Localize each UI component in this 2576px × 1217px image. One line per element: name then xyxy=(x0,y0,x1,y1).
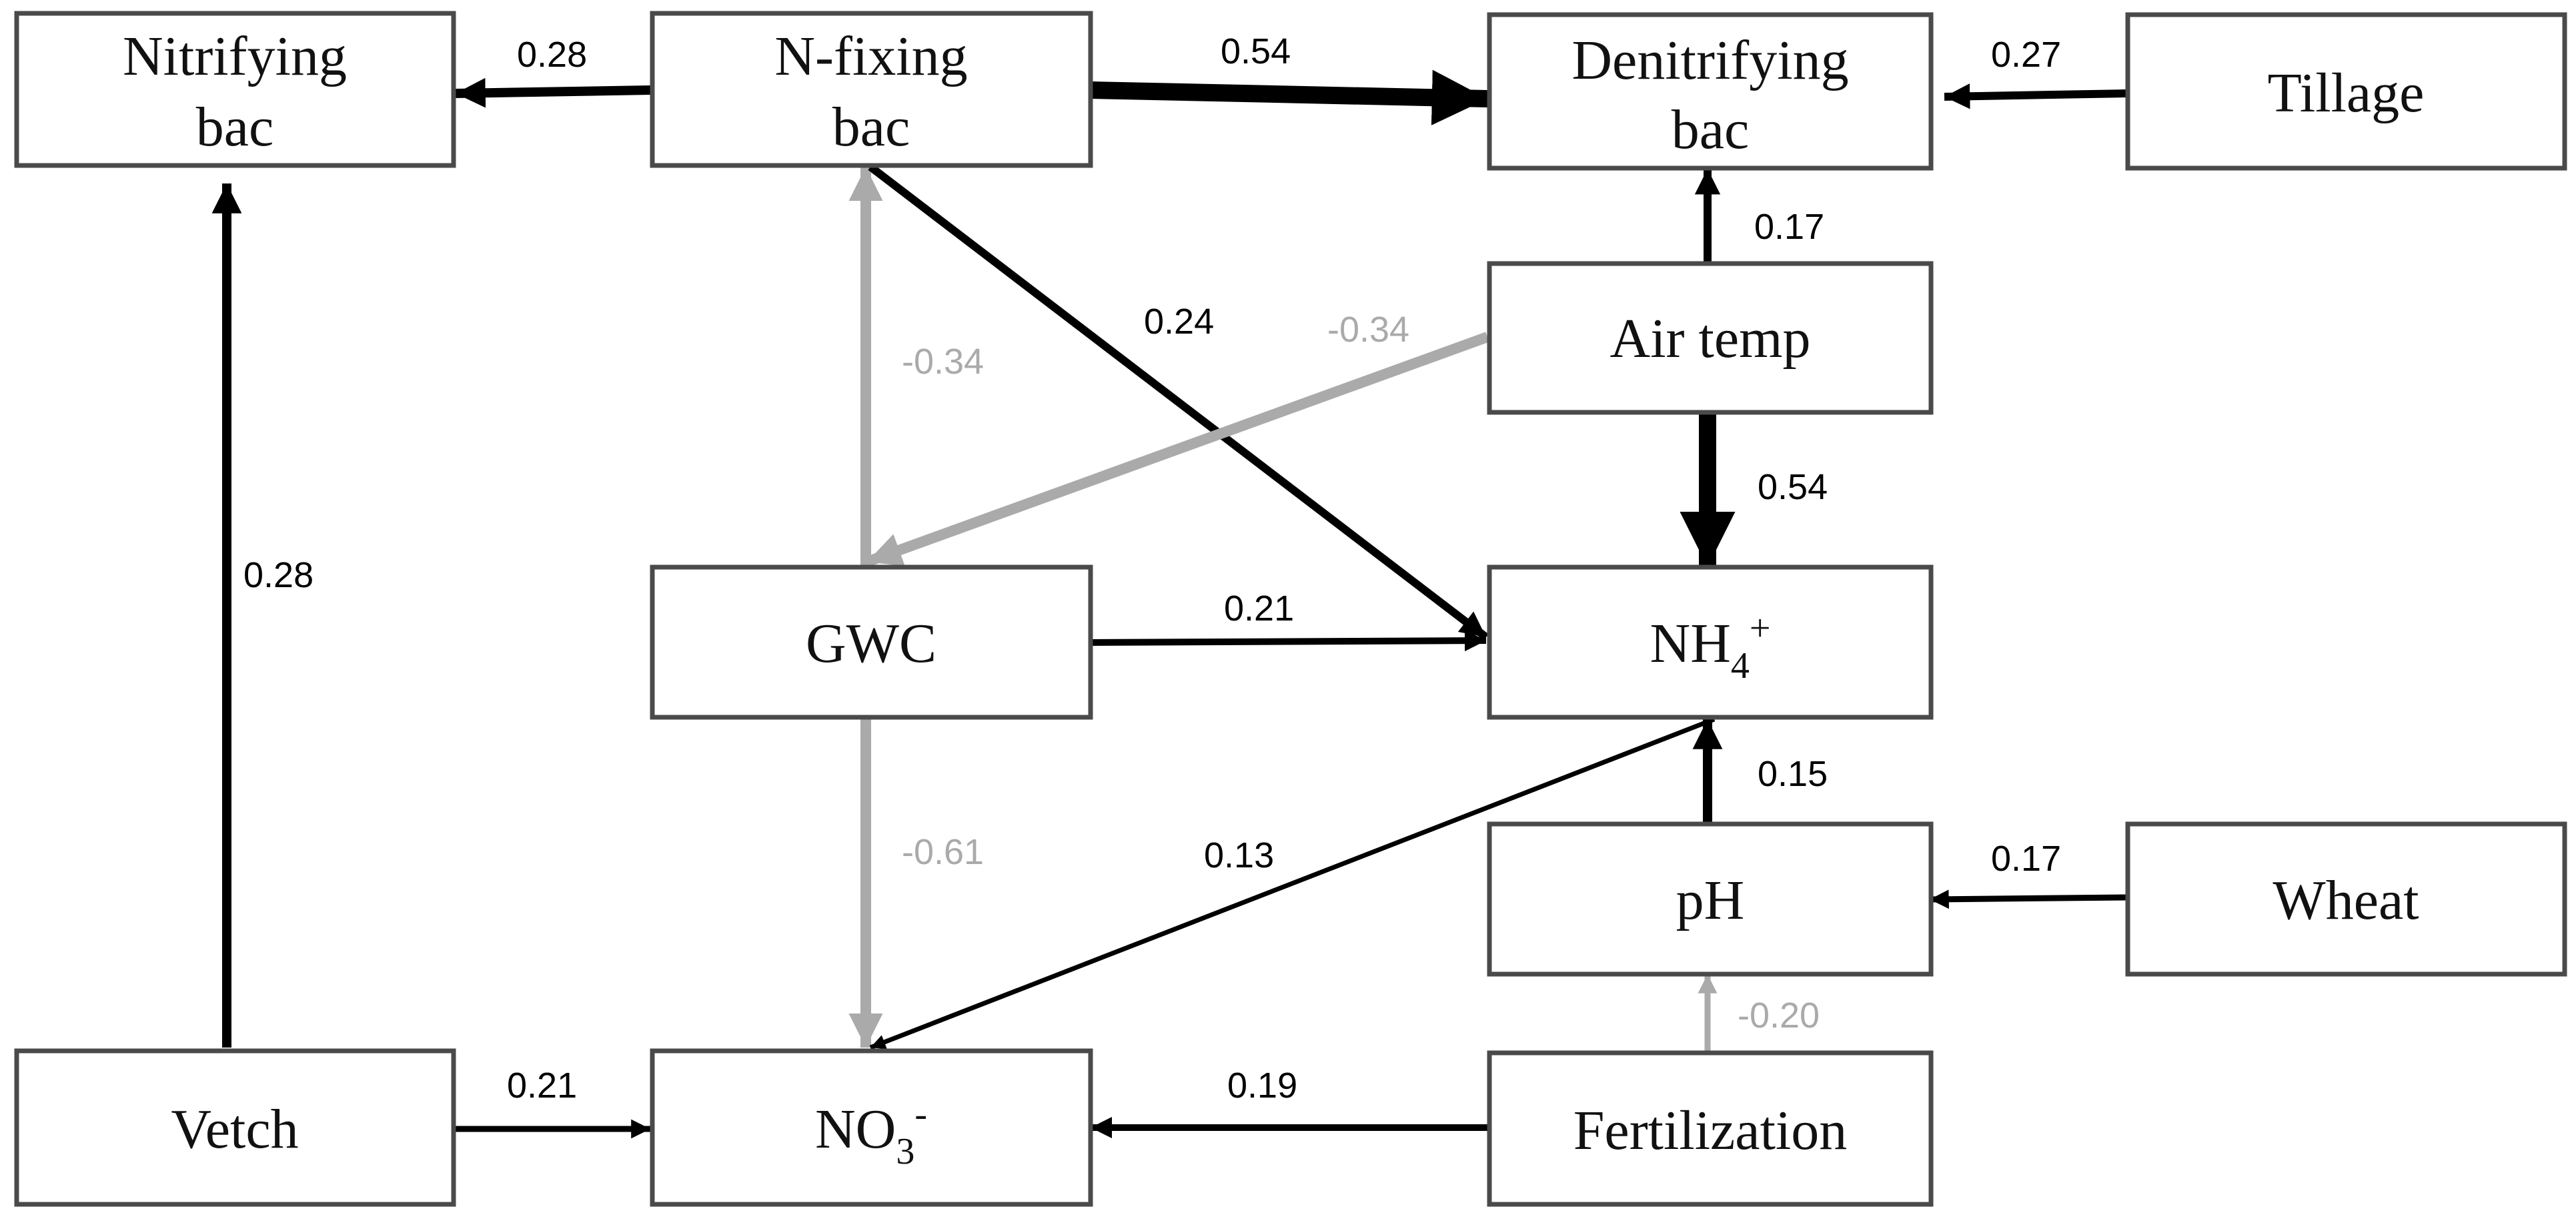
coef-gwc-nh4: 0.21 xyxy=(1224,588,1294,629)
node-nfixing-bac: N-fixing bac xyxy=(650,11,1093,168)
coef-fertilization-ph: -0.20 xyxy=(1738,995,1820,1036)
coef-fertilization-no3: 0.19 xyxy=(1227,1066,1297,1106)
arrow-gwc-to-nh4 xyxy=(1090,630,1487,652)
node-no3-base: NO xyxy=(815,1098,896,1160)
node-nh4-label: NH4+ xyxy=(1650,608,1771,687)
arrow-nfixing-to-nitrifying xyxy=(455,77,651,108)
node-nfixing-line1: N-fixing xyxy=(774,25,967,87)
node-nitrifying-line1: Nitrifying xyxy=(123,25,347,87)
arrow-nfixing-to-nh4 xyxy=(868,163,1489,641)
arrow-nh4-to-no3 xyxy=(869,717,1716,1050)
coef-airtemp-gwc: -0.34 xyxy=(1327,310,1409,350)
coef-vetch-no3: 0.21 xyxy=(507,1066,577,1106)
coef-nfixing-nh4: 0.24 xyxy=(1144,302,1214,342)
node-nitrifying-bac: Nitrifying bac xyxy=(14,11,456,168)
arrow-airtemp-to-gwc xyxy=(865,332,1489,567)
coef-gwc-no3: -0.61 xyxy=(902,832,984,872)
node-vetch: Vetch xyxy=(14,1048,456,1207)
node-nh4-sup: + xyxy=(1750,608,1771,649)
node-nfixing-line2: bac xyxy=(832,96,910,158)
node-ph: pH xyxy=(1487,821,1934,977)
coef-gwc-nfixing: -0.34 xyxy=(902,342,984,382)
coef-nfixing-nitrifying: 0.28 xyxy=(517,35,587,75)
node-nitrifying-line2: bac xyxy=(196,96,274,158)
node-gwc: GWC xyxy=(650,564,1093,720)
arrow-wheat-to-ph xyxy=(1929,889,2126,909)
node-fertilization: Fertilization xyxy=(1487,1050,1934,1207)
node-gwc-label: GWC xyxy=(806,613,936,675)
node-denitrifying-line1: Denitrifying xyxy=(1571,29,1848,91)
node-nh4-base: NH xyxy=(1650,613,1731,675)
node-tillage-label: Tillage xyxy=(2268,62,2425,124)
arrow-nfixing-to-denitrifying xyxy=(1090,69,1488,125)
node-no3: NO3- xyxy=(650,1048,1093,1207)
coef-airtemp-denitrifying: 0.17 xyxy=(1754,207,1824,247)
node-nh4: NH4+ xyxy=(1487,564,1934,720)
coef-vetch-nitrifying: 0.28 xyxy=(243,555,313,595)
node-air-temp: Air temp xyxy=(1487,261,1934,415)
node-airtemp-label: Air temp xyxy=(1610,308,1811,370)
coef-nfixing-denitrifying: 0.54 xyxy=(1221,31,1291,71)
node-no3-sup: - xyxy=(914,1094,927,1135)
node-wheat: Wheat xyxy=(2125,821,2567,977)
node-no3-sub: 3 xyxy=(896,1131,914,1172)
coef-tillage-denitrifying: 0.27 xyxy=(1991,35,2061,75)
node-fertilization-label: Fertilization xyxy=(1573,1100,1848,1162)
node-nh4-sub: 4 xyxy=(1731,645,1750,687)
node-no3-label: NO3- xyxy=(815,1094,927,1172)
arrow-tillage-to-denitrifying xyxy=(1944,83,2126,109)
node-wheat-label: Wheat xyxy=(2273,869,2419,931)
node-denitrifying-bac: Denitrifying bac xyxy=(1487,12,1934,171)
node-tillage: Tillage xyxy=(2125,12,2567,171)
coef-ph-nh4: 0.15 xyxy=(1758,754,1828,794)
node-ph-label: pH xyxy=(1676,869,1745,931)
coef-wheat-ph: 0.17 xyxy=(1991,839,2061,879)
node-vetch-label: Vetch xyxy=(171,1098,298,1160)
coef-nh4-no3: 0.13 xyxy=(1204,835,1274,875)
coef-airtemp-nh4: 0.54 xyxy=(1758,467,1828,507)
node-denitrifying-line2: bac xyxy=(1672,99,1750,161)
